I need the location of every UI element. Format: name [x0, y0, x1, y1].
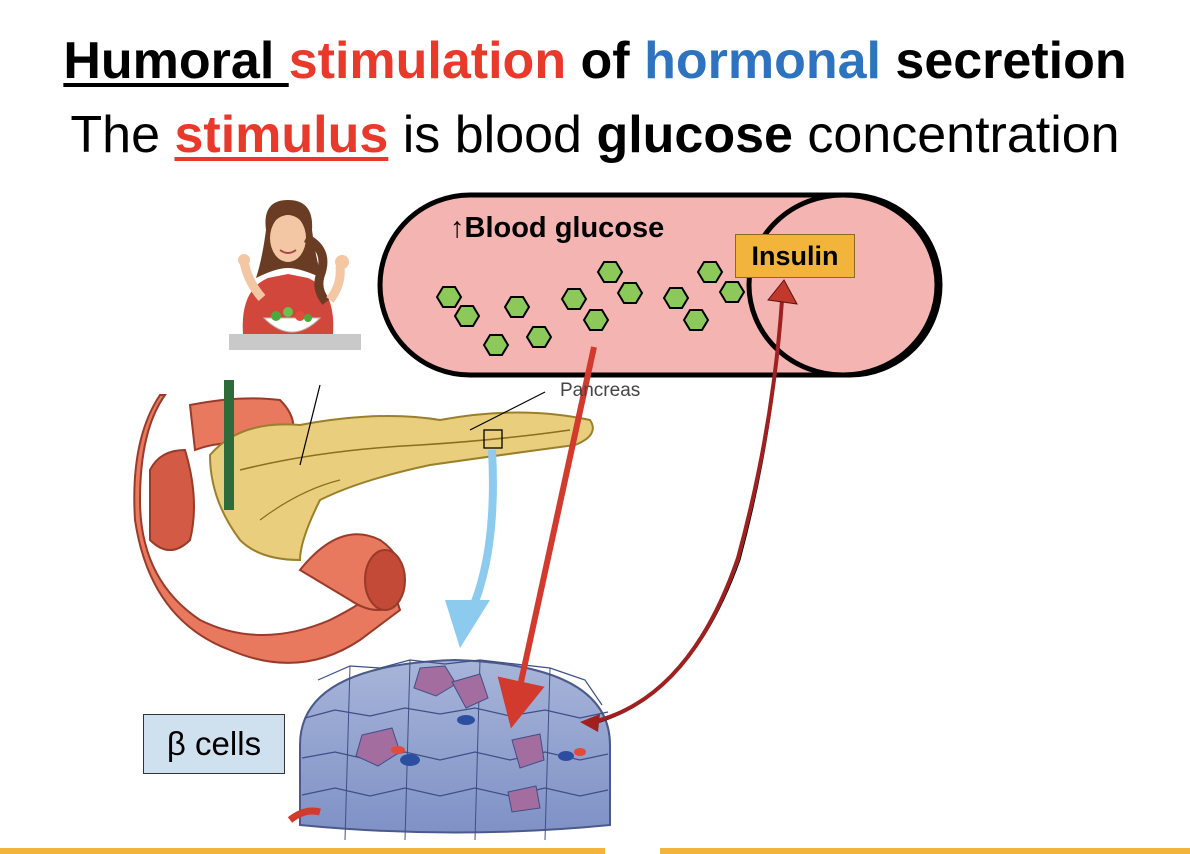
glucose-molecule	[718, 281, 746, 303]
insulin-label: Insulin	[735, 234, 855, 278]
zoom-arrow	[462, 449, 497, 624]
glucose-molecule	[662, 287, 690, 309]
subtitle-glucose: glucose	[596, 106, 793, 164]
glucose-molecule	[696, 261, 724, 283]
glucose-molecule	[525, 326, 553, 348]
glucose-molecule	[482, 334, 510, 356]
zoom-arrow-head	[445, 600, 490, 648]
islet-cells-illustration	[287, 658, 611, 841]
title-line-1: Humoral stimulation of hormonal secretio…	[0, 26, 1190, 96]
woman-eating-salad-illustration	[229, 200, 361, 350]
glucose-molecule	[682, 309, 710, 331]
insulin-arrow-tail	[580, 714, 600, 732]
pancreas-illustration	[133, 380, 594, 664]
title-humoral: Humoral	[63, 32, 289, 90]
glucose-molecule	[453, 305, 481, 327]
glucose-molecule	[596, 261, 624, 283]
bottom-rule-left	[0, 848, 605, 854]
beta-cells-label: β cells	[143, 714, 285, 774]
title-hormonal: hormonal	[644, 32, 881, 90]
insulin-arrow-head	[767, 279, 798, 305]
subtitle-is-blood: is blood	[388, 106, 597, 164]
glucose-molecule	[616, 282, 644, 304]
pancreas-label: Pancreas	[560, 380, 641, 401]
subtitle-stimulus: stimulus	[174, 106, 389, 164]
bottom-rule-right	[660, 848, 1190, 854]
glucose-molecule	[435, 286, 463, 308]
glucose-molecule	[503, 296, 531, 318]
subtitle-the: The	[70, 106, 175, 164]
subtitle-concentration: concentration	[792, 106, 1120, 164]
title-stimulation: stimulation	[288, 32, 567, 90]
blood-glucose-label: ↑Blood glucose	[450, 212, 665, 244]
glucose-molecule	[582, 309, 610, 331]
title-of: of	[566, 32, 645, 90]
glucose-molecule	[560, 288, 588, 310]
title-secretion: secretion	[880, 32, 1127, 90]
title-line-2: The stimulus is blood glucose concentrat…	[0, 100, 1190, 170]
stimulus-arrow	[497, 346, 597, 729]
glucose-molecules	[435, 261, 746, 356]
